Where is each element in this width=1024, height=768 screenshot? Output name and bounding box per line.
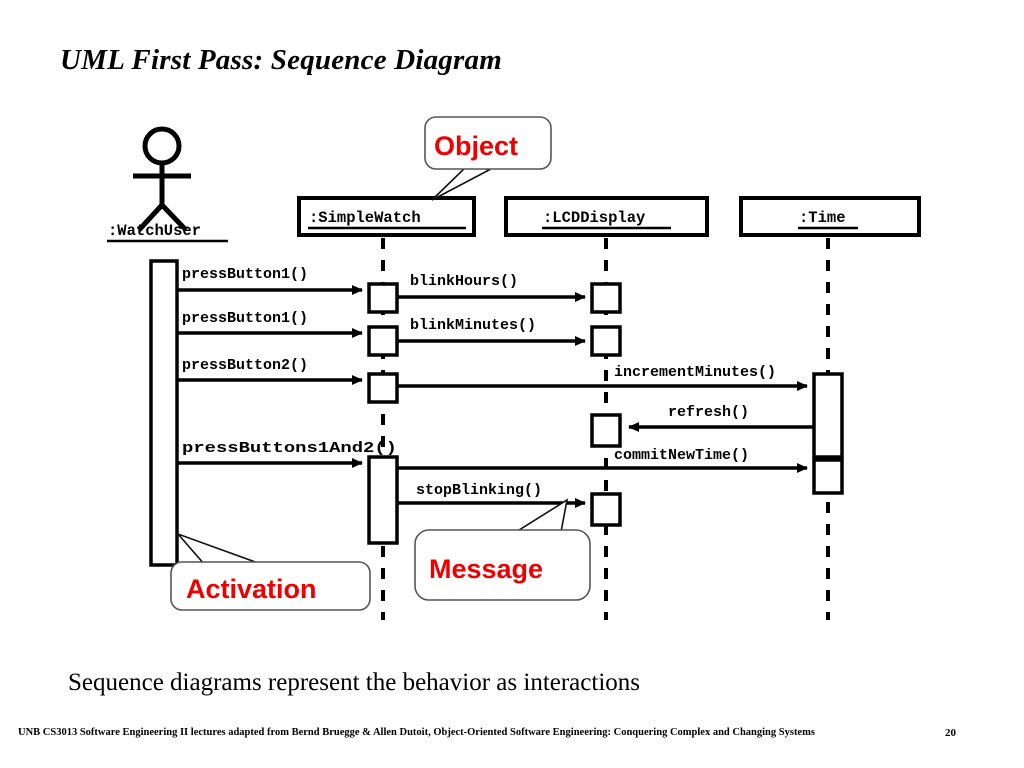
message-label: refresh() — [668, 404, 749, 421]
object-label-time: :Time — [799, 209, 846, 227]
actor-leg-right-icon — [160, 203, 188, 232]
message-label: pressButton1() — [182, 310, 308, 327]
message-incrementminutes[interactable]: incrementMinutes() — [397, 364, 808, 391]
actor-head-icon — [142, 126, 182, 166]
activation-bar-lcddisplay — [590, 413, 622, 448]
object-box-simplewatch[interactable]: :SimpleWatch — [297, 196, 476, 237]
footer-page-number: 20 — [945, 727, 956, 739]
page-title: UML First Pass: Sequence Diagram — [60, 44, 502, 76]
object-box-lcddisplay[interactable]: :LCDDisplay — [504, 196, 709, 237]
message-pressbutton1-b[interactable]: pressButton1() — [177, 310, 363, 338]
message-pressbuttons1and2[interactable]: pressButtons1And2() — [177, 440, 397, 468]
message-blinkminutes[interactable]: blinkMinutes() — [397, 317, 586, 346]
message-pressbutton2[interactable]: pressButton2() — [177, 357, 363, 385]
message-label: pressButtons1And2() — [182, 440, 397, 457]
message-stopblinking[interactable]: stopBlinking() — [397, 482, 586, 508]
object-label-simplewatch: :SimpleWatch — [309, 209, 421, 227]
message-label: pressButton2() — [182, 357, 308, 374]
activation-bar-lcddisplay — [590, 492, 622, 527]
callout-label: Object — [434, 131, 518, 161]
actor-leg-left-icon — [137, 203, 164, 232]
callout-label: Activation — [186, 574, 317, 604]
activation-bar-simplewatch — [367, 372, 399, 404]
activation-bar-lcddisplay — [590, 325, 622, 357]
activation-bar-time — [812, 458, 844, 495]
message-label: blinkHours() — [410, 273, 518, 290]
message-blinkhours[interactable]: blinkHours() — [397, 273, 586, 302]
message-label: pressButton1() — [182, 266, 308, 283]
message-refresh[interactable]: refresh() — [628, 404, 814, 432]
activation-bar-simplewatch — [367, 282, 399, 314]
object-box-time[interactable]: :Time — [739, 196, 921, 237]
message-pressbutton1-a[interactable]: pressButton1() — [177, 266, 363, 295]
message-label: blinkMinutes() — [410, 317, 536, 334]
object-label-lcddisplay: :LCDDisplay — [543, 209, 645, 227]
activation-bar-simplewatch — [367, 325, 399, 357]
activation-bar-lcddisplay — [590, 282, 622, 314]
callout-message: Message — [414, 498, 591, 601]
activation-bar-time — [812, 372, 844, 459]
actor-label: :WatchUser — [108, 222, 201, 240]
slide-caption: Sequence diagrams represent the behavior… — [68, 669, 640, 696]
callout-label: Message — [429, 554, 543, 584]
activation-bar-watchuser — [149, 259, 179, 567]
message-commitnewtime[interactable]: commitNewTime() — [397, 447, 808, 473]
callout-activation: Activation — [170, 532, 371, 611]
message-label: commitNewTime() — [614, 447, 749, 464]
footer-attribution: UNB CS3013 Software Engineering II lectu… — [18, 727, 815, 738]
callout-object: Object — [424, 116, 552, 201]
activation-bar-simplewatch — [367, 455, 399, 545]
message-label: incrementMinutes() — [614, 364, 776, 381]
message-label: stopBlinking() — [416, 482, 542, 499]
actor-watchuser: :WatchUser — [107, 126, 228, 243]
